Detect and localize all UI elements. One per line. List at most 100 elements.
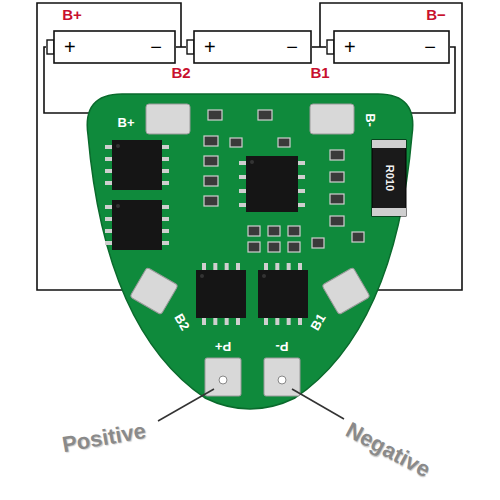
positive-leader	[158, 389, 214, 421]
resistor-marking: R010	[384, 165, 395, 191]
bplus-pad	[146, 104, 190, 134]
ic-pin	[162, 229, 169, 233]
ic-dot	[116, 204, 120, 208]
smd-part	[352, 232, 364, 242]
smd-part	[248, 226, 260, 236]
smd-part	[204, 176, 218, 186]
ic-pin	[298, 189, 305, 193]
silkscreen-label: P-	[276, 340, 289, 353]
smd-part	[268, 226, 280, 236]
ic-body	[112, 140, 162, 190]
ic-pin	[202, 263, 206, 270]
ic-pin	[298, 175, 305, 179]
silkscreen-label: B-	[364, 113, 377, 127]
smd-part	[230, 138, 242, 147]
ic-pin	[105, 241, 112, 245]
ic-pin	[264, 263, 268, 270]
ic-pin	[236, 263, 240, 270]
ic-body	[246, 156, 298, 212]
negative-sign: −	[150, 37, 162, 57]
b2-pad	[130, 267, 178, 314]
ic-dot	[200, 274, 204, 278]
ic-dot	[262, 274, 266, 278]
cell-body	[54, 31, 175, 63]
smd-part	[288, 242, 300, 252]
callout-label: Positive	[61, 420, 148, 456]
cell-strap	[312, 46, 326, 48]
ic-pin	[275, 263, 279, 270]
smd-part	[204, 156, 218, 166]
ic-pin	[162, 205, 169, 209]
ic-dot	[116, 144, 120, 148]
shunt-resistor	[372, 140, 406, 216]
positive-sign: +	[344, 37, 356, 57]
cell-strap	[176, 46, 186, 48]
battery-cell: +−	[326, 30, 450, 64]
negative-sign: −	[286, 37, 298, 57]
ic-pin	[275, 318, 279, 325]
pad-hole	[219, 376, 227, 384]
ic-pin	[239, 161, 246, 165]
ic-dot	[250, 160, 254, 164]
smd-part	[330, 172, 344, 182]
ic-pin	[162, 157, 169, 161]
ic-pin	[236, 318, 240, 325]
ic-pin	[239, 175, 246, 179]
silkscreen-label: B+	[118, 116, 135, 129]
resistor-symbol	[372, 140, 406, 216]
terminal-label: B1	[310, 65, 329, 80]
ic-body	[196, 270, 246, 318]
smd-part	[204, 136, 218, 146]
ic-pin	[213, 263, 217, 270]
smd-part	[330, 216, 344, 226]
ic-body	[258, 270, 308, 318]
ic-pin	[202, 318, 206, 325]
battery-cell: +−	[46, 30, 176, 64]
leader-lines	[158, 389, 344, 421]
terminal-label: B+	[62, 7, 82, 22]
smd-part	[330, 194, 344, 204]
ic-pin	[105, 205, 112, 209]
ic-pin	[162, 217, 169, 221]
cell-nub	[47, 40, 54, 54]
ic-chips	[105, 140, 308, 325]
ic-body	[112, 200, 162, 250]
smd-part	[312, 238, 324, 248]
cell-body	[334, 31, 449, 63]
silkscreen-label: P+	[215, 340, 231, 353]
ic-pin	[162, 169, 169, 173]
ic-pin	[105, 229, 112, 233]
positive-sign: +	[64, 37, 76, 57]
ic-pin	[298, 263, 302, 270]
smd-part	[278, 138, 290, 147]
ic-pin	[239, 203, 246, 207]
smd-part	[248, 242, 260, 252]
battery-cell: +−	[186, 30, 312, 64]
smd-parts	[204, 110, 364, 252]
positive-sign: +	[204, 37, 216, 57]
ic-pin	[264, 318, 268, 325]
smd-part	[268, 242, 280, 252]
bminus-pad	[310, 104, 354, 134]
ic-pin	[213, 318, 217, 325]
smd-part	[204, 196, 218, 206]
ic-pin	[225, 263, 229, 270]
cell-nub	[327, 40, 334, 54]
smd-part	[208, 110, 222, 120]
b1-pad	[322, 267, 370, 314]
callout-label: Negative	[342, 419, 433, 481]
terminal-label: B−	[426, 7, 446, 22]
smd-part	[288, 226, 300, 236]
cell-nub	[187, 40, 194, 54]
ic-pin	[105, 181, 112, 185]
pcb-board	[87, 94, 413, 409]
ic-pin	[105, 145, 112, 149]
ic-pin	[287, 263, 291, 270]
cell-body	[194, 31, 311, 63]
ic-pin	[162, 241, 169, 245]
negative-leader	[292, 389, 344, 419]
ic-pin	[298, 203, 305, 207]
